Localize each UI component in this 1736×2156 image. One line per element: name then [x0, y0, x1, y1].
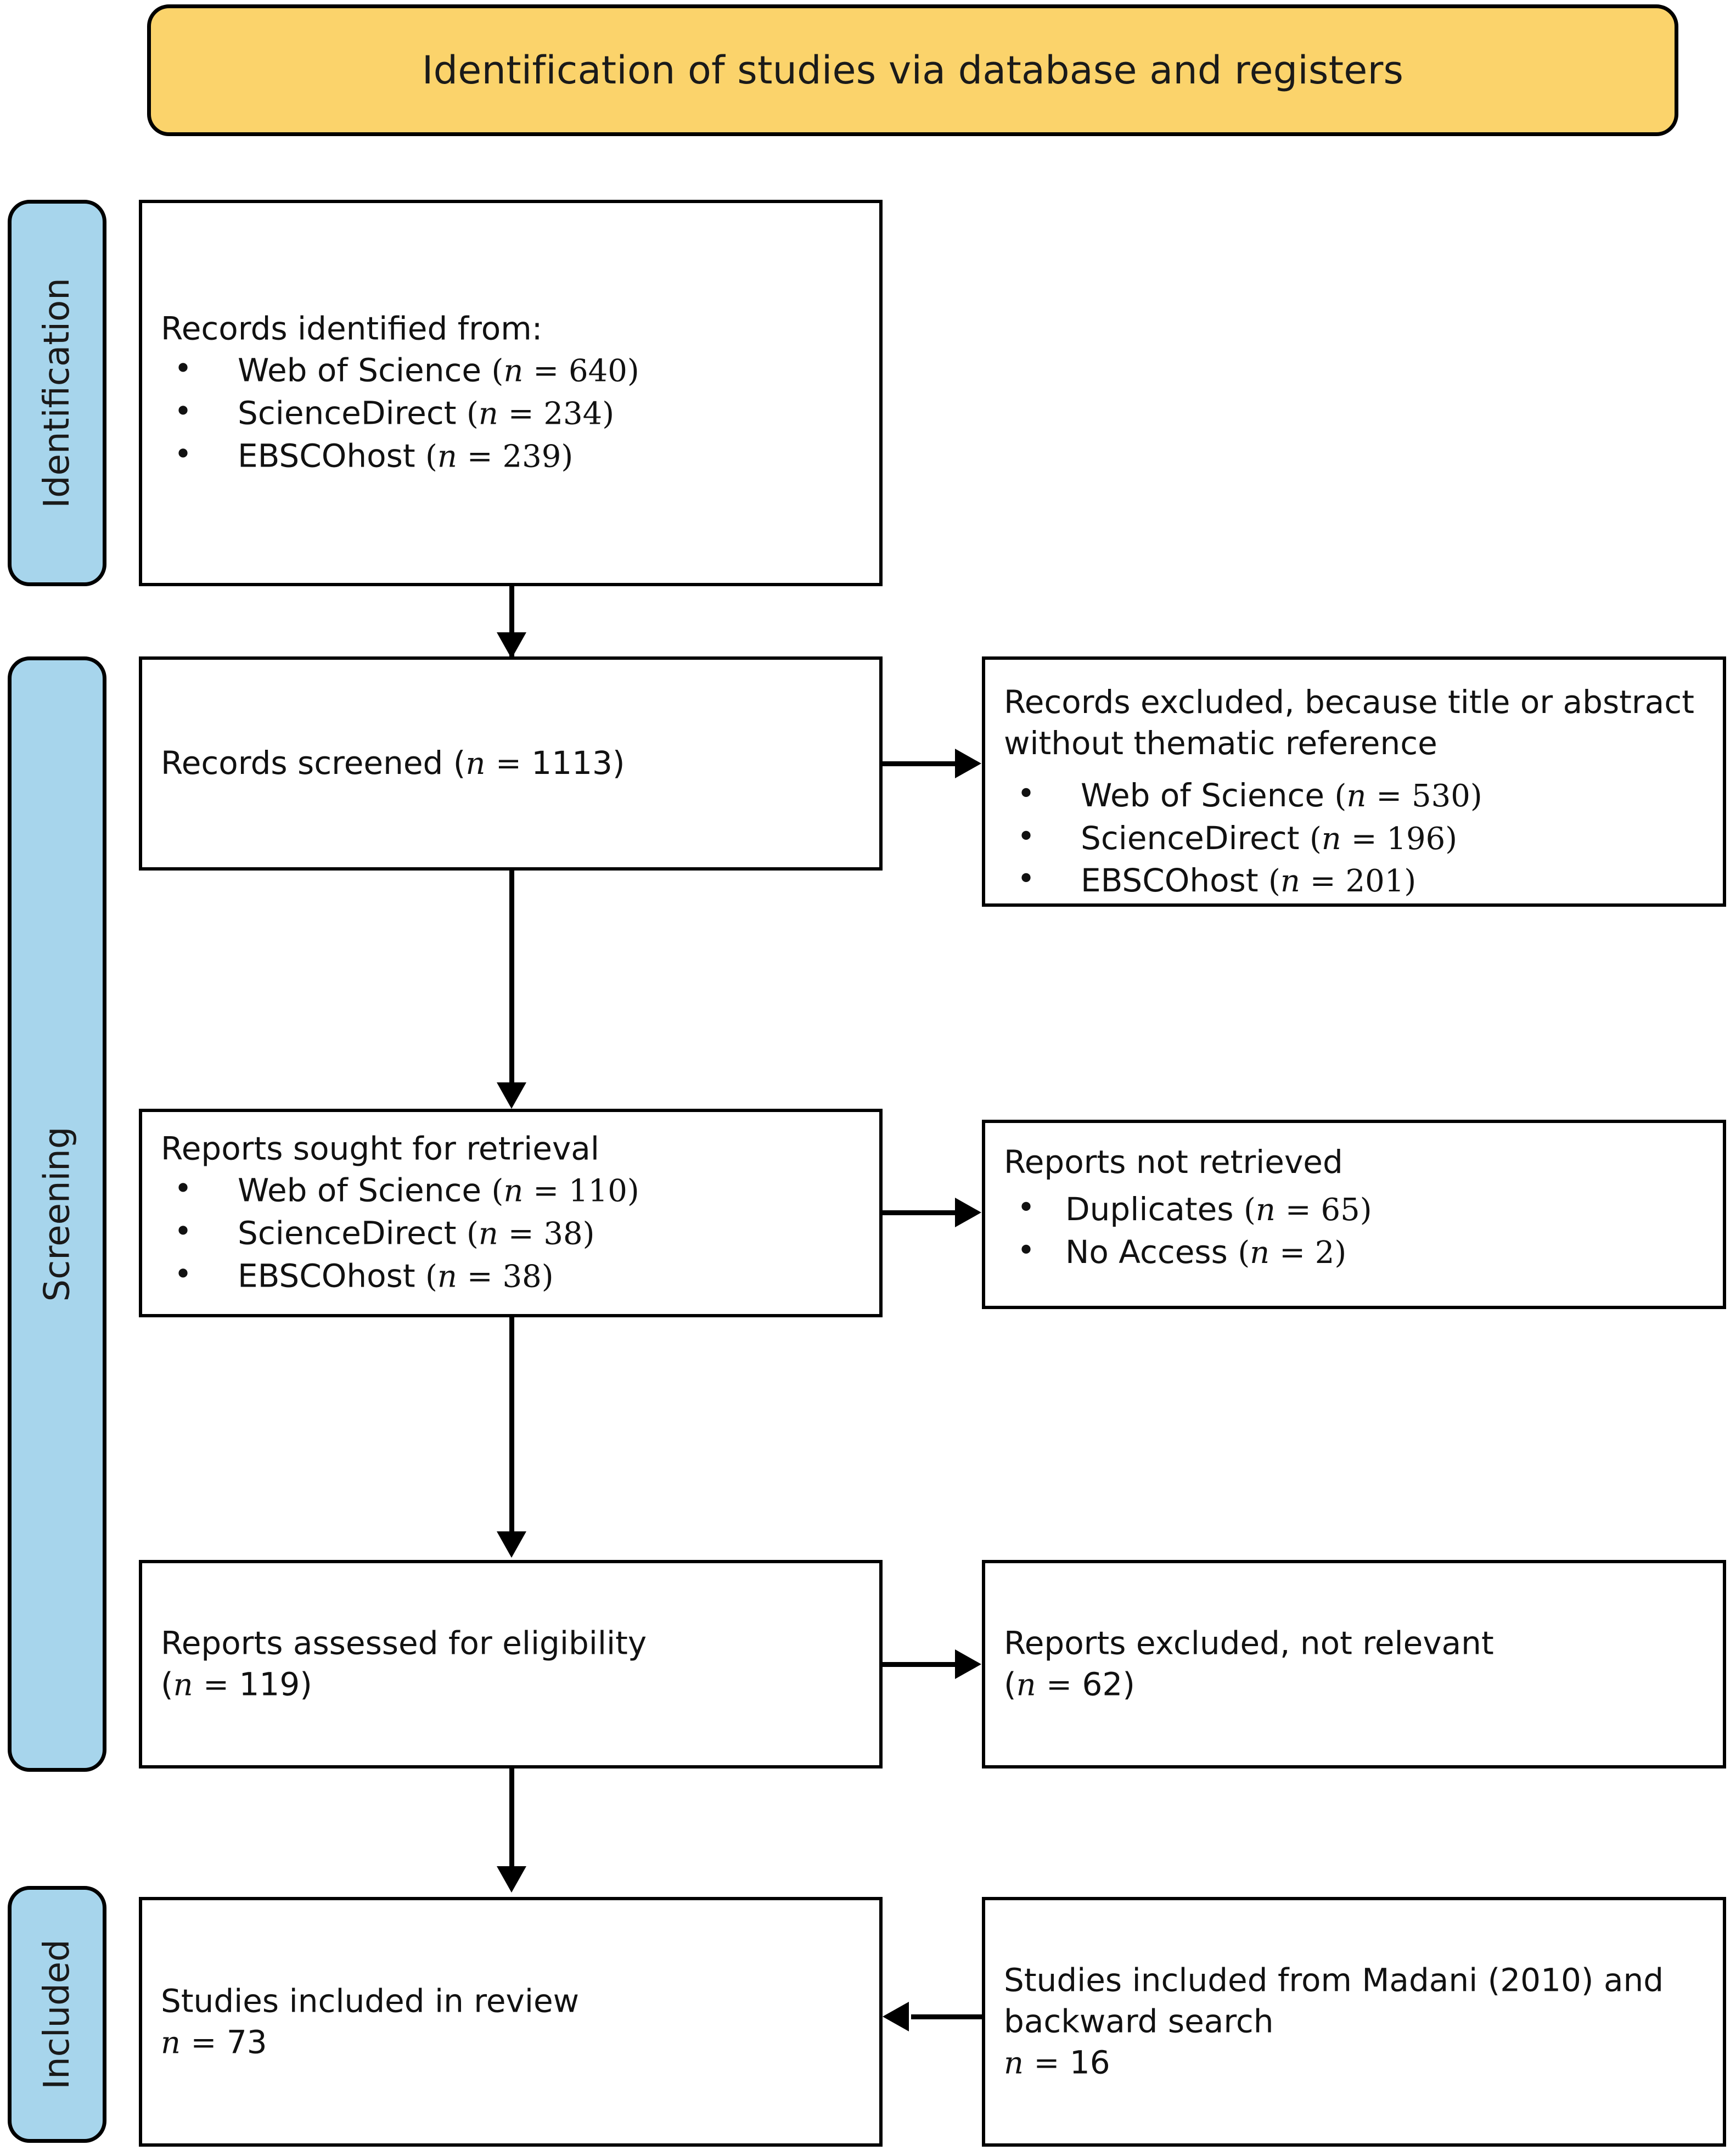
reports-sought-list: Web of Science (n = 110) ScienceDirect (… — [161, 1169, 865, 1298]
connector-sought-to-not-retrieved-arrow — [955, 1198, 981, 1227]
stage-bar-screening: Screening — [8, 656, 106, 1772]
records-identified-list: Web of Science (n = 640) ScienceDirect (… — [161, 349, 865, 478]
stage-label-identification: Identification — [37, 278, 77, 508]
reports-assessed-count: (n = 119) — [161, 1665, 312, 1703]
studies-included-review-heading: Studies included in review — [161, 1981, 580, 2019]
source-count: (n = 239) — [425, 439, 574, 475]
connector-sought-to-assessed-arrow — [497, 1531, 526, 1558]
reports-not-retrieved-heading: Reports not retrieved — [1004, 1143, 1343, 1181]
list-item: Web of Science (n = 640) — [161, 349, 865, 392]
source-count: (n = 65) — [1243, 1192, 1372, 1228]
source-count: (n = 2) — [1238, 1235, 1347, 1271]
records-identified-heading: Records identified from: — [161, 310, 543, 347]
source-name: EBSCOhost — [1081, 862, 1259, 900]
connector-identified-to-screened-line — [509, 586, 514, 659]
source-name: No Access — [1065, 1233, 1228, 1271]
connector-screened-to-sought-arrow — [497, 1082, 526, 1109]
studies-included-other-heading-line1: Studies included from Madani (2010) and — [1004, 1961, 1664, 1999]
source-count: (n = 530) — [1334, 778, 1482, 814]
box-reports-excluded-not-relevant-content: Reports excluded, not relevant (n = 62) — [1004, 1622, 1709, 1705]
list-item: Duplicates (n = 65) — [1004, 1187, 1709, 1231]
list-item: ScienceDirect (n = 234) — [161, 391, 865, 435]
records-excluded-heading-line2: without thematic reference — [1004, 725, 1437, 762]
diagram-banner: Identification of studies via database a… — [147, 4, 1678, 136]
connector-sought-to-assessed-line — [509, 1317, 514, 1542]
source-count: (n = 38) — [425, 1259, 554, 1295]
source-name: ScienceDirect — [238, 394, 457, 432]
source-name: Web of Science — [238, 1172, 482, 1210]
connector-other-sources-to-included-arrow — [883, 2002, 909, 2031]
box-records-excluded-content: Records excluded, because title or abstr… — [1004, 682, 1709, 902]
connector-identified-to-screened-arrow — [497, 632, 526, 659]
source-count: (n = 38) — [466, 1216, 595, 1252]
box-records-identified: Records identified from: Web of Science … — [139, 200, 883, 586]
box-records-excluded: Records excluded, because title or abstr… — [982, 656, 1726, 907]
source-name: Duplicates — [1065, 1191, 1234, 1228]
source-name: Web of Science — [1081, 776, 1325, 814]
stage-bar-identification: Identification — [8, 200, 106, 586]
box-studies-included-review: Studies included in review n = 73 — [139, 1897, 883, 2147]
list-item: Web of Science (n = 530) — [1004, 773, 1709, 817]
connector-assessed-to-excluded-arrow — [955, 1649, 981, 1679]
reports-not-retrieved-list: Duplicates (n = 65) No Access (n = 2) — [1004, 1187, 1709, 1274]
source-count: (n = 196) — [1309, 821, 1458, 857]
box-records-identified-content: Records identified from: Web of Science … — [161, 308, 865, 478]
source-count: (n = 640) — [491, 353, 639, 390]
box-reports-sought-content: Reports sought for retrieval Web of Scie… — [161, 1128, 865, 1298]
box-studies-included-other-content: Studies included from Madani (2010) and … — [1004, 1960, 1709, 2084]
source-name: ScienceDirect — [1081, 819, 1300, 857]
studies-included-other-heading-line2: backward search — [1004, 2002, 1274, 2040]
stage-bar-included: Included — [8, 1886, 106, 2143]
reports-excluded-not-relevant-count: (n = 62) — [1004, 1665, 1135, 1703]
box-records-screened: Records screened (n = 1113) — [139, 656, 883, 871]
box-reports-not-retrieved: Reports not retrieved Duplicates (n = 65… — [982, 1120, 1726, 1309]
stage-label-included: Included — [37, 1939, 77, 2090]
connector-screened-to-sought-line — [509, 871, 514, 1094]
source-count: (n = 201) — [1268, 863, 1417, 900]
studies-included-other-count: n = 16 — [1004, 2043, 1110, 2081]
list-item: EBSCOhost (n = 201) — [1004, 858, 1709, 902]
reports-sought-heading: Reports sought for retrieval — [161, 1130, 599, 1167]
reports-excluded-not-relevant-heading: Reports excluded, not relevant — [1004, 1624, 1494, 1662]
connector-sought-to-not-retrieved-line — [881, 1210, 958, 1215]
source-name: Web of Science — [238, 352, 482, 390]
connector-assessed-to-excluded-line — [881, 1662, 958, 1667]
box-studies-included-other: Studies included from Madani (2010) and … — [982, 1897, 1726, 2147]
list-item: EBSCOhost (n = 38) — [161, 1254, 865, 1298]
box-reports-assessed: Reports assessed for eligibility (n = 11… — [139, 1560, 883, 1768]
source-count: (n = 110) — [491, 1174, 639, 1210]
source-name: EBSCOhost — [238, 437, 415, 475]
connector-other-sources-to-included-line — [911, 2014, 982, 2019]
box-studies-included-review-content: Studies included in review n = 73 — [161, 1980, 865, 2063]
stage-label-screening: Screening — [37, 1126, 77, 1302]
list-item: Web of Science (n = 110) — [161, 1169, 865, 1212]
connector-screened-to-excluded-arrow — [955, 749, 981, 778]
banner-title: Identification of studies via database a… — [422, 48, 1404, 93]
list-item: No Access (n = 2) — [1004, 1230, 1709, 1274]
connector-assessed-to-included-line — [509, 1768, 514, 1885]
list-item: EBSCOhost (n = 239) — [161, 434, 865, 478]
records-screened-heading: Records screened (n = 1113) — [161, 744, 625, 782]
box-reports-sought: Reports sought for retrieval Web of Scie… — [139, 1109, 883, 1317]
connector-assessed-to-included-arrow — [497, 1866, 526, 1893]
studies-included-review-count: n = 73 — [161, 2023, 267, 2061]
source-count: (n = 234) — [466, 396, 615, 432]
records-excluded-heading-line1: Records excluded, because title or abstr… — [1004, 683, 1694, 721]
list-item: ScienceDirect (n = 38) — [161, 1211, 865, 1255]
connector-screened-to-excluded-line — [881, 761, 958, 766]
box-reports-not-retrieved-content: Reports not retrieved Duplicates (n = 65… — [1004, 1142, 1709, 1274]
records-excluded-list: Web of Science (n = 530) ScienceDirect (… — [1004, 773, 1709, 902]
box-reports-assessed-content: Reports assessed for eligibility (n = 11… — [161, 1622, 865, 1705]
list-item: ScienceDirect (n = 196) — [1004, 816, 1709, 860]
box-reports-excluded-not-relevant: Reports excluded, not relevant (n = 62) — [982, 1560, 1726, 1768]
source-name: ScienceDirect — [238, 1214, 457, 1252]
source-name: EBSCOhost — [238, 1257, 415, 1295]
box-records-screened-content: Records screened (n = 1113) — [161, 743, 865, 784]
reports-assessed-heading: Reports assessed for eligibility — [161, 1624, 647, 1662]
